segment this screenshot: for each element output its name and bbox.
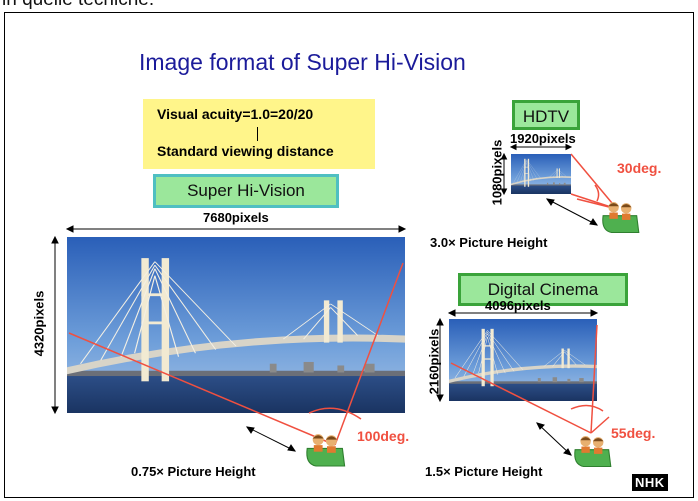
super-hi-vision-label: Super Hi-Vision: [153, 174, 339, 208]
cinema-viewer-icon: [574, 435, 612, 468]
slide-graphics: [51, 143, 640, 468]
slide-title: Image format of Super Hi-Vision: [139, 49, 466, 75]
cinema-width-label: 4096pixels: [485, 298, 551, 313]
shv-distance-arrow: [245, 426, 297, 452]
shv-angle-label: 100deg.: [357, 428, 410, 444]
shv-distance-label: 0.75× Picture Height: [131, 464, 256, 479]
shv-dimension-lines: [51, 225, 407, 415]
hdtv-height-label: 1080pixels: [489, 139, 505, 206]
shv-angle-lines: [68, 262, 404, 446]
super-hi-vision-photo: [66, 236, 406, 414]
shv-width-label: 7680pixels: [203, 210, 269, 225]
hdtv-angle-label: 30deg.: [617, 160, 662, 176]
cinema-distance-arrow: [536, 422, 572, 456]
cinema-distance-label: 1.5× Picture Height: [425, 464, 543, 479]
cinema-angle-label: 55deg.: [611, 425, 656, 441]
shv-viewer-icon: [306, 433, 346, 467]
cinema-angle-lines: [450, 324, 610, 434]
digital-cinema-label: Digital Cinema: [458, 273, 628, 306]
slide-frame: Image format of Super Hi-Vision Visual a…: [4, 12, 694, 498]
hdtv-dimension-lines: [500, 143, 573, 196]
cinema-height-label: 2160pixels: [426, 328, 442, 395]
hdtv-distance-arrow: [545, 198, 599, 226]
acuity-box: Visual acuity=1.0=20/20 Standard viewing…: [143, 99, 375, 169]
acuity-line-2: Standard viewing distance: [157, 143, 334, 159]
hdtv-width-label: 1920pixels: [510, 131, 576, 146]
acuity-line-1: Visual acuity=1.0=20/20: [157, 106, 314, 122]
digital-cinema-photo: [448, 318, 598, 402]
hdtv-label: HDTV: [512, 100, 580, 130]
shv-height-label: 4320pixels: [31, 290, 47, 357]
hdtv-photo: [510, 153, 572, 195]
hdtv-distance-label: 3.0× Picture Height: [430, 235, 548, 250]
cinema-dimension-lines: [436, 309, 599, 403]
hdtv-angle-lines: [570, 153, 618, 210]
acuity-connector: [257, 127, 258, 141]
nhk-logo: NHK: [632, 474, 668, 491]
cropped-top-text: in quelle tecniche:: [2, 0, 154, 11]
